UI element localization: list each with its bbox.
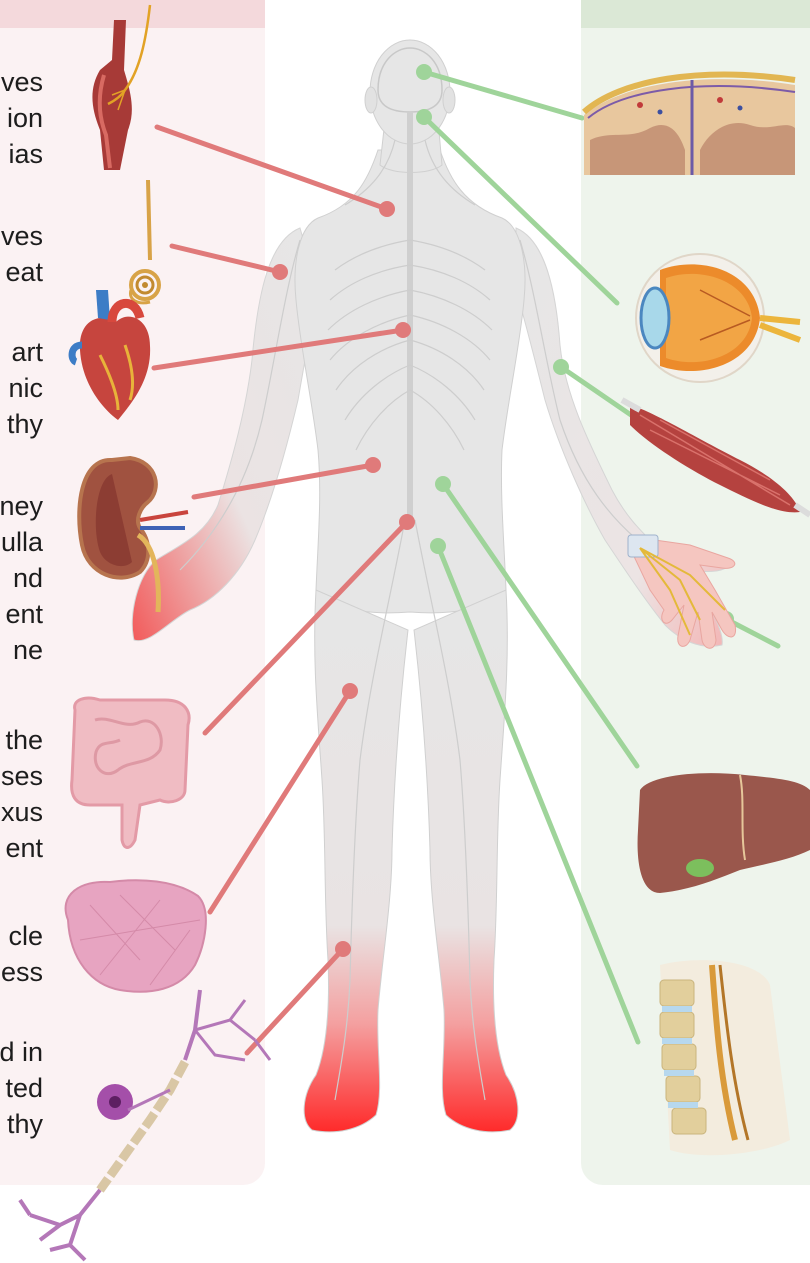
- intestine-icon: [72, 698, 189, 847]
- neuron-icon: [20, 990, 270, 1260]
- right-ear: [443, 87, 455, 113]
- heart-icon: [72, 290, 150, 420]
- spine-icon: [660, 960, 790, 1155]
- sweat-gland-icon: [130, 180, 159, 303]
- muscle-icon: [622, 400, 810, 515]
- liver-icon: [638, 773, 810, 893]
- pancreas-icon: [66, 880, 206, 992]
- left-ear: [365, 87, 377, 113]
- eye-icon: [636, 254, 800, 382]
- human-body: [132, 40, 730, 1132]
- brain-meninges-icon: [584, 75, 795, 175]
- left-leg: [304, 590, 408, 1132]
- blood-vessel-icon: [92, 5, 150, 170]
